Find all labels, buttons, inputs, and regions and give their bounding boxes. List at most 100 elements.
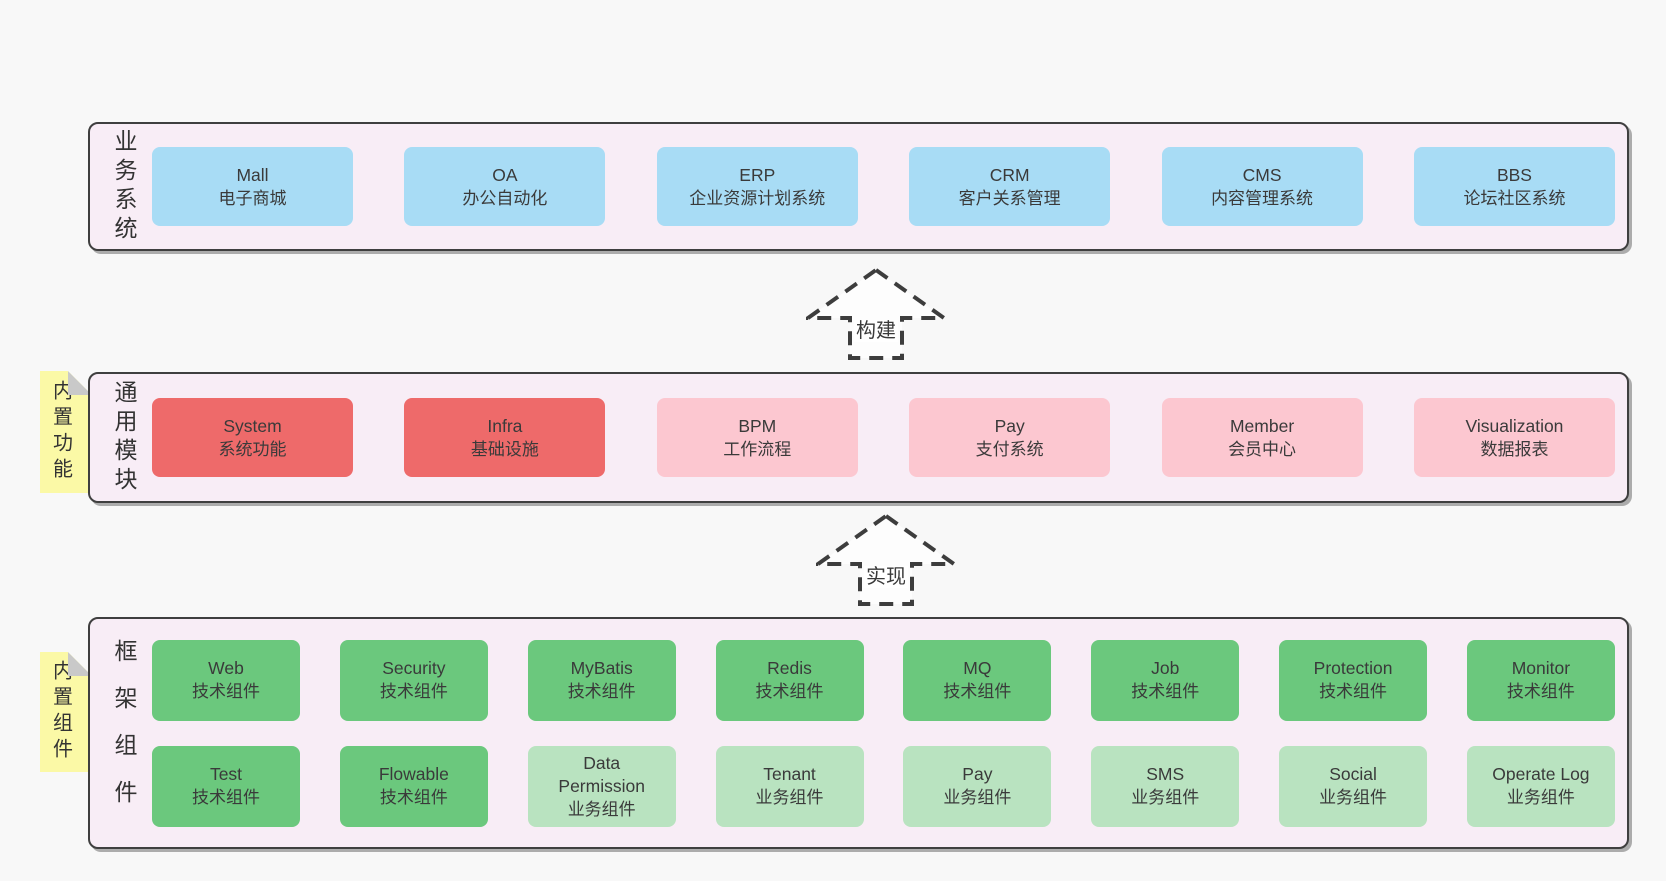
box-title: Visualization xyxy=(1465,415,1564,436)
box-subtitle: 数据报表 xyxy=(1480,439,1549,459)
components-row-1: Web 技术组件 Security 技术组件 MyBatis 技术组件 Redi… xyxy=(152,639,1615,721)
box-mybatis: MyBatis 技术组件 xyxy=(527,639,676,721)
box-subtitle: 企业资源计划系统 xyxy=(689,188,826,208)
box-title: Test xyxy=(209,764,243,784)
business-box-row: Mall 电子商城 OA 办公自动化 ERP 企业资源计划系统 CRM 客户关系… xyxy=(152,124,1615,249)
box-social: Social 业务组件 xyxy=(1279,745,1428,827)
box-title: Pay xyxy=(994,415,1025,436)
box-subtitle: 办公自动化 xyxy=(462,188,548,208)
box-subtitle: 业务组件 xyxy=(1319,788,1388,807)
box-title: Protection xyxy=(1313,658,1393,678)
box-security: Security 技术组件 xyxy=(339,639,488,721)
box-erp: ERP 企业资源计划系统 xyxy=(656,147,858,226)
box-subtitle: 技术组件 xyxy=(192,788,260,807)
box-crm: CRM 客户关系管理 xyxy=(909,147,1111,226)
box-title: Monitor xyxy=(1511,658,1571,678)
box-subtitle: 技术组件 xyxy=(755,682,824,701)
box-data-permission: Data Permission 业务组件 xyxy=(527,745,676,827)
sticky-note-built-in-features: 内置功能 xyxy=(40,371,92,493)
box-subtitle: 技术组件 xyxy=(192,682,260,701)
box-title: BBS xyxy=(1496,164,1532,185)
box-cms: CMS 内容管理系统 xyxy=(1161,147,1363,226)
box-subtitle: 支付系统 xyxy=(975,439,1044,459)
box-subtitle: 技术组件 xyxy=(943,682,1012,701)
box-title: Flowable xyxy=(378,764,449,784)
box-subtitle: 电子商城 xyxy=(218,188,287,208)
components-rows: Web 技术组件 Security 技术组件 MyBatis 技术组件 Redi… xyxy=(152,619,1615,847)
box-bbs: BBS 论坛社区系统 xyxy=(1413,147,1615,226)
box-title: Member xyxy=(1229,415,1295,436)
box-subtitle: 技术组件 xyxy=(1506,682,1575,701)
box-title: Infra xyxy=(487,415,523,436)
box-pay-system: Pay 支付系统 xyxy=(909,398,1111,477)
box-operate-log: Operate Log 业务组件 xyxy=(1466,745,1615,827)
arrow-build: 构建 xyxy=(806,266,946,362)
box-title: CMS xyxy=(1242,164,1282,185)
box-title: Data Permission xyxy=(558,752,645,796)
box-member: Member 会员中心 xyxy=(1161,398,1363,477)
note-label: 内置组件 xyxy=(49,660,72,764)
box-title: Operate Log xyxy=(1492,764,1590,784)
box-title: CRM xyxy=(989,164,1030,185)
arrow-build-label: 构建 xyxy=(854,320,898,342)
modules-box-row: System 系统功能 Infra 基础设施 BPM 工作流程 Pay 支付系统… xyxy=(152,374,1615,501)
layer-business-systems: 业务系统 Mall 电子商城 OA 办公自动化 ERP 企业资源计划系统 CRM… xyxy=(88,122,1629,251)
box-mq: MQ 技术组件 xyxy=(903,639,1052,721)
box-subtitle: 论坛社区系统 xyxy=(1463,188,1566,208)
box-subtitle: 业务组件 xyxy=(943,788,1012,807)
arrow-implement-label: 实现 xyxy=(864,566,908,588)
box-tenant: Tenant 业务组件 xyxy=(715,745,864,827)
box-job: Job 技术组件 xyxy=(1091,639,1240,721)
layer-common-modules: 通用模块 System 系统功能 Infra 基础设施 BPM 工作流程 Pay… xyxy=(88,372,1629,503)
box-subtitle: 系统功能 xyxy=(218,439,287,459)
box-subtitle: 会员中心 xyxy=(1228,439,1297,459)
box-subtitle: 客户关系管理 xyxy=(958,188,1061,208)
box-infra: Infra 基础设施 xyxy=(404,398,606,477)
box-title: Mall xyxy=(236,164,269,185)
box-subtitle: 业务组件 xyxy=(567,799,636,819)
box-bpm: BPM 工作流程 xyxy=(656,398,858,477)
box-monitor: Monitor 技术组件 xyxy=(1466,639,1615,721)
up-arrow-icon xyxy=(816,513,956,606)
box-title: Pay xyxy=(962,764,993,784)
box-subtitle: 业务组件 xyxy=(755,788,824,807)
layer-framework-components: 框架组件 Web 技术组件 Security 技术组件 MyBatis 技术组件… xyxy=(88,617,1629,849)
box-sms: SMS 业务组件 xyxy=(1091,745,1240,827)
box-title: System xyxy=(223,415,282,436)
box-title: OA xyxy=(492,164,518,185)
box-title: ERP xyxy=(739,164,776,185)
box-pay-component: Pay 业务组件 xyxy=(903,745,1052,827)
box-title: Security xyxy=(382,658,446,678)
box-title: MQ xyxy=(963,658,992,678)
box-subtitle: 业务组件 xyxy=(1506,788,1575,807)
note-label: 内置功能 xyxy=(49,380,72,484)
box-title: Social xyxy=(1329,764,1377,784)
box-test: Test 技术组件 xyxy=(152,745,300,827)
box-subtitle: 技术组件 xyxy=(379,788,448,807)
box-subtitle: 工作流程 xyxy=(723,439,792,459)
sticky-note-built-in-components: 内置组件 xyxy=(40,652,92,772)
layer-title-business-systems: 业务系统 xyxy=(111,128,137,245)
box-title: Web xyxy=(208,658,244,678)
box-protection: Protection 技术组件 xyxy=(1279,639,1428,721)
box-redis: Redis 技术组件 xyxy=(715,639,864,721)
up-arrow-icon xyxy=(806,267,946,360)
box-subtitle: 业务组件 xyxy=(1131,788,1200,807)
box-subtitle: 内容管理系统 xyxy=(1211,188,1314,208)
box-subtitle: 技术组件 xyxy=(567,682,636,701)
arrow-implement: 实现 xyxy=(816,512,956,608)
box-title: MyBatis xyxy=(570,658,633,678)
components-row-2: Test 技术组件 Flowable 技术组件 Data Permission … xyxy=(152,745,1615,827)
box-subtitle: 技术组件 xyxy=(379,682,448,701)
layer-title-common-modules: 通用模块 xyxy=(111,379,137,496)
box-mall: Mall 电子商城 xyxy=(152,147,353,226)
layer-title-framework-components: 框架组件 xyxy=(111,639,137,827)
box-system: System 系统功能 xyxy=(152,398,353,477)
box-flowable: Flowable 技术组件 xyxy=(339,745,488,827)
box-web: Web 技术组件 xyxy=(152,639,300,721)
box-subtitle: 基础设施 xyxy=(470,439,539,459)
box-oa: OA 办公自动化 xyxy=(404,147,606,226)
box-title: BPM xyxy=(738,415,777,436)
box-title: Job xyxy=(1151,658,1180,678)
